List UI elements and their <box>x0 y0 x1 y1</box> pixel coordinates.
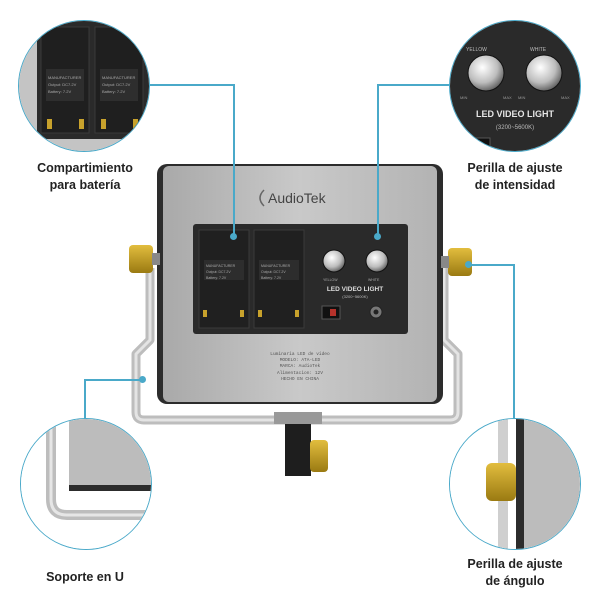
svg-text:LED VIDEO LIGHT: LED VIDEO LIGHT <box>476 109 555 119</box>
svg-text:Output: DC7.2V: Output: DC7.2V <box>102 82 131 87</box>
brand-logo: AudioTek <box>259 189 327 207</box>
leader-angle-h <box>468 264 514 266</box>
svg-text:MIN: MIN <box>460 95 467 100</box>
svg-text:MANUFACTURER: MANUFACTURER <box>102 75 135 80</box>
leader-battery-h <box>150 84 234 86</box>
svg-text:Output: DC7.2V: Output: DC7.2V <box>206 270 231 274</box>
leader-intensity-h <box>378 84 450 86</box>
leader-intensity-dot <box>374 233 381 240</box>
label-angle-knob: Perilla de ajuste de ángulo <box>467 557 563 588</box>
yellow-knob[interactable] <box>322 249 346 273</box>
leader-angle-v <box>513 264 515 419</box>
svg-text:Battery: 7.2V: Battery: 7.2V <box>102 89 125 94</box>
label-u-stand: Soporte en U <box>46 570 124 584</box>
leader-battery-dot <box>230 233 237 240</box>
label-battery-compartment: Compartimiento para batería <box>37 161 133 192</box>
svg-text:WHITE: WHITE <box>530 47 547 53</box>
svg-text:MARCA: AudioTek: MARCA: AudioTek <box>280 363 321 369</box>
svg-text:Battery: 7.2V: Battery: 7.2V <box>48 89 71 94</box>
spec-sticker: Luminaria LED de video MODELO: ATA-LED M… <box>270 351 330 382</box>
detail-circle-battery: MANUFACTURER Output: DC7.2V Battery: 7.2… <box>18 20 150 152</box>
svg-text:MAX: MAX <box>503 95 512 100</box>
svg-text:Battery: 7.2V: Battery: 7.2V <box>261 276 282 280</box>
leader-stand-v <box>84 379 86 419</box>
svg-text:WHITE: WHITE <box>368 278 380 282</box>
control-panel: MANUFACTURER Output: DC7.2V Battery: 7.2… <box>193 224 408 334</box>
svg-text:MANUFACTURER: MANUFACTURER <box>261 264 291 268</box>
detail-circle-stand <box>20 418 152 550</box>
svg-text:MIN: MIN <box>518 95 525 100</box>
svg-text:Battery: 7.2V: Battery: 7.2V <box>206 276 227 280</box>
svg-text:Luminaria LED de video: Luminaria LED de video <box>270 351 330 357</box>
svg-text:YELLOW: YELLOW <box>466 47 487 53</box>
label-intensity-knob: Perilla de ajuste de intensidad <box>467 161 563 192</box>
svg-text:Alimentacion: 12V: Alimentacion: 12V <box>277 370 323 376</box>
leader-intensity-v <box>377 84 379 236</box>
svg-text:HECHO EN CHINA: HECHO EN CHINA <box>281 376 319 382</box>
leader-angle-dot <box>465 261 472 268</box>
svg-text:MANUFACTURER: MANUFACTURER <box>48 75 81 80</box>
svg-text:MANUFACTURER: MANUFACTURER <box>206 264 236 268</box>
white-knob[interactable] <box>365 249 389 273</box>
stand-mount <box>274 412 328 476</box>
svg-text:MAX: MAX <box>561 95 570 100</box>
svg-text:MODELO: ATA-LED: MODELO: ATA-LED <box>280 357 321 363</box>
svg-text:YELLOW: YELLOW <box>323 278 338 282</box>
angle-knob-left[interactable] <box>129 245 160 273</box>
leader-stand-h <box>84 379 142 381</box>
battery-plate-left: MANUFACTURER Output: DC7.2V Battery: 7.2… <box>198 229 250 329</box>
svg-text:Output: DC7.2V: Output: DC7.2V <box>261 270 286 274</box>
svg-text:Output: DC7.2V: Output: DC7.2V <box>48 82 77 87</box>
leader-stand-dot <box>139 376 146 383</box>
svg-text:(3200~5600K): (3200~5600K) <box>342 294 368 299</box>
svg-text:(3200~5600K): (3200~5600K) <box>496 125 534 131</box>
svg-text:AudioTek: AudioTek <box>268 190 327 206</box>
battery-plate-right: MANUFACTURER Output: DC7.2V Battery: 7.2… <box>253 229 305 329</box>
leader-battery-v <box>233 84 235 236</box>
angle-knob-right[interactable] <box>441 248 472 276</box>
mount-lock-knob <box>310 440 328 472</box>
detail-circle-angle <box>449 418 581 550</box>
detail-circle-intensity: YELLOW WHITE MIN MAX MIN MAX LED VIDEO L… <box>449 20 581 152</box>
svg-text:LED VIDEO LIGHT: LED VIDEO LIGHT <box>327 286 383 293</box>
